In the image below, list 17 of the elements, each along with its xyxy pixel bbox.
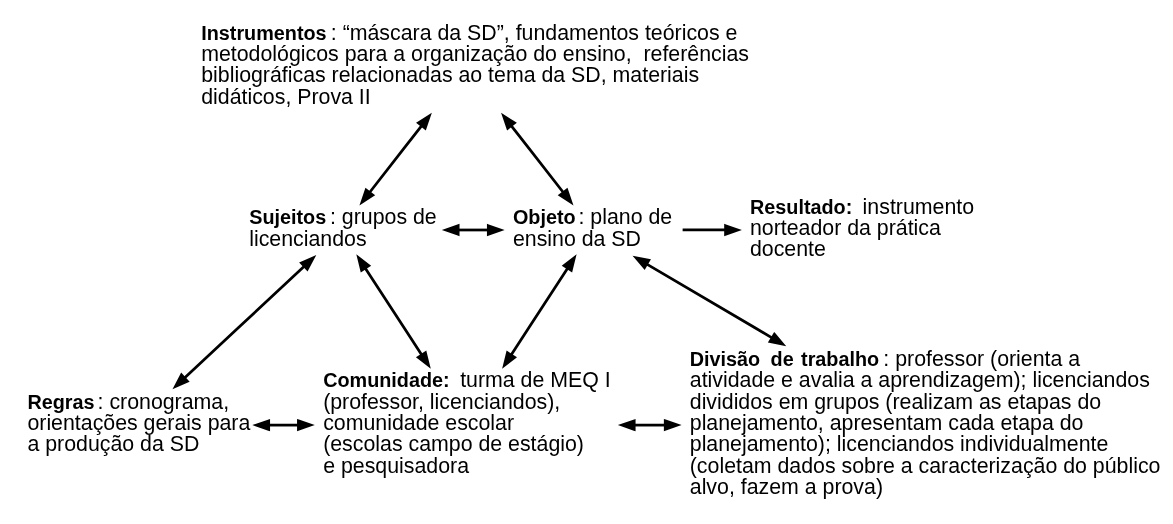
node-text: Instrumentos: “máscara da SD”, fundamentos teóricos e metodológicos para a organização do ensino, referências bibliográficas relacionadas ao tema da SD, materiais didáticos, Prova II <box>201 20 749 109</box>
node-text: Regras: cronograma, orientações gerais para a produção da SD <box>27 389 251 457</box>
arrow <box>501 112 574 206</box>
arrow <box>632 255 787 347</box>
arrow <box>502 254 577 369</box>
node-text: Divisão de trabalho: professor (orienta a atividade e avalia a aprendizagem); licenciandos divididos em grupos (realizam as etapas do planejamento, apresentam cada etapa do planejamento); licenciandos individualmente (coletam dados sobre a caracterização do público alvo, fazem a prova) <box>689 346 1161 500</box>
node-text: Resultado: instrumento norteador da prática docente <box>749 194 975 262</box>
arrow <box>441 223 505 237</box>
node-text: Objeto: plano de ensino da SD <box>512 205 673 251</box>
node-text: Sujeitos: grupos de licenciandos <box>249 205 437 251</box>
arrow <box>682 223 742 237</box>
arrow <box>356 254 431 369</box>
arrow <box>252 418 315 432</box>
arrow <box>617 418 682 432</box>
node-text: Comunidade: turma de MEQ I (professor, licenciandos), comunidade escolar (escolas campo de estágio) e pesquisadora <box>323 368 611 478</box>
arrow <box>359 112 432 206</box>
arrow <box>172 255 317 390</box>
